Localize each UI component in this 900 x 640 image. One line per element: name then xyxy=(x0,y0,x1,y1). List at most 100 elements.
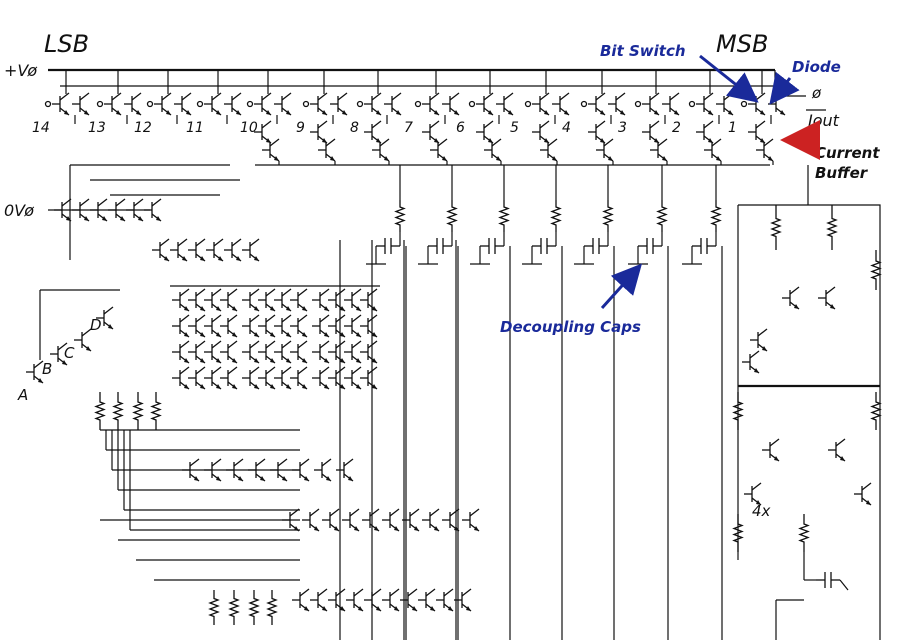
collector-lead xyxy=(615,92,626,101)
emitter-arrow xyxy=(302,306,307,311)
decode-transistor xyxy=(258,340,276,364)
emitter-arrow xyxy=(216,110,221,115)
decode-transistor xyxy=(274,340,292,364)
emitter-arrow xyxy=(358,606,363,611)
decoupling-capacitor xyxy=(376,238,400,254)
collector-lead xyxy=(57,342,68,351)
decoupling-capacitor xyxy=(532,238,556,254)
collector-lead xyxy=(769,438,780,447)
level-shift-transistor xyxy=(152,238,170,262)
collector-lead xyxy=(861,482,872,491)
buffer-transistor xyxy=(704,138,722,162)
collector-lead xyxy=(547,138,558,147)
collector-lead xyxy=(231,92,242,101)
bias-resistor xyxy=(208,590,220,625)
emitter-arrow xyxy=(600,110,605,115)
emitter-arrow xyxy=(286,332,291,337)
decode-transistor xyxy=(312,366,330,390)
decoupling-resistor xyxy=(446,200,458,232)
decode-transistor xyxy=(328,314,346,338)
input-level-transistor xyxy=(126,198,144,222)
emitter-arrow xyxy=(304,606,309,611)
input-b-label: B xyxy=(42,360,52,378)
emitter-arrow xyxy=(376,606,381,611)
emitter-arrow xyxy=(564,110,569,115)
emitter-arrow xyxy=(236,256,241,261)
collector-lead xyxy=(79,198,90,207)
collector-lead xyxy=(115,198,126,207)
collector-lead xyxy=(131,92,142,101)
collector-lead xyxy=(755,120,766,129)
bit-switch-transistor xyxy=(154,92,172,116)
iout-label: Iout xyxy=(808,111,840,130)
collector-lead xyxy=(825,286,836,295)
current-buffer-cell xyxy=(642,120,668,165)
emitter-arrow xyxy=(608,156,613,161)
collector-lead xyxy=(335,588,346,597)
ref-resistor xyxy=(870,392,882,430)
bit-switch xyxy=(246,70,292,124)
ref-transistor xyxy=(750,328,768,352)
decode-transistor xyxy=(204,288,222,312)
emitter-arrow xyxy=(238,476,243,481)
bit-switch-transistor xyxy=(716,92,734,116)
emitter-arrow xyxy=(302,384,307,389)
emitter-arrow xyxy=(488,138,493,143)
bit-switch-transistor xyxy=(330,92,348,116)
collector-lead xyxy=(369,508,380,517)
collector-lead xyxy=(349,508,360,517)
emitter-arrow xyxy=(414,526,419,531)
emitter-arrow xyxy=(442,156,447,161)
bit-input-terminal xyxy=(246,100,254,108)
buffer-transistor xyxy=(756,138,774,162)
emitter-arrow xyxy=(324,384,329,389)
collector-lead xyxy=(249,366,260,375)
collector-lead xyxy=(261,92,272,101)
diode-annotation: Diode xyxy=(792,58,841,76)
collector-lead xyxy=(33,360,44,369)
decode-transistor xyxy=(360,288,378,312)
ground-symbol xyxy=(839,579,849,591)
buffer-transistor xyxy=(254,120,272,144)
collector-lead xyxy=(367,340,378,349)
decoupling-cell xyxy=(574,165,615,640)
bit-switch-transistor xyxy=(52,92,70,116)
decode-transistor xyxy=(204,314,222,338)
mux-transistor xyxy=(314,458,332,482)
decode-transistor xyxy=(344,314,362,338)
mux-transistor xyxy=(402,508,420,532)
emitter-arrow xyxy=(164,256,169,261)
emitter-arrow xyxy=(136,110,141,115)
collector-lead xyxy=(351,366,362,375)
collector-lead xyxy=(703,120,714,129)
collector-lead xyxy=(297,340,308,349)
collector-lead xyxy=(227,288,238,297)
emitter-arrow xyxy=(340,384,345,389)
decode-transistor xyxy=(274,288,292,312)
bit-switch-transistor xyxy=(204,92,222,116)
emitter-arrow xyxy=(324,306,329,311)
decode-transistor xyxy=(290,314,308,338)
mux-transistor xyxy=(362,508,380,532)
collector-lead xyxy=(321,458,332,467)
decoupling-resistor xyxy=(550,200,562,232)
mux-transistor xyxy=(462,508,480,532)
bit-switch xyxy=(580,70,626,124)
bit-number-label: 4 xyxy=(562,120,571,136)
collector-lead xyxy=(297,288,308,297)
collector-lead xyxy=(269,138,280,147)
bit-switch-annotation: Bit Switch xyxy=(600,42,686,60)
decode-transistor xyxy=(290,340,308,364)
bit-number-label: 1 xyxy=(728,120,737,136)
collector-lead xyxy=(835,438,846,447)
emitter-arrow xyxy=(728,110,733,115)
decode-transistor xyxy=(290,366,308,390)
collector-lead xyxy=(249,288,260,297)
emitter-arrow xyxy=(200,332,205,337)
decode-transistor xyxy=(172,366,190,390)
collector-lead xyxy=(281,340,292,349)
emitter-arrow xyxy=(156,216,161,221)
decode-transistor xyxy=(360,366,378,390)
bit-number-label: 9 xyxy=(296,120,305,136)
